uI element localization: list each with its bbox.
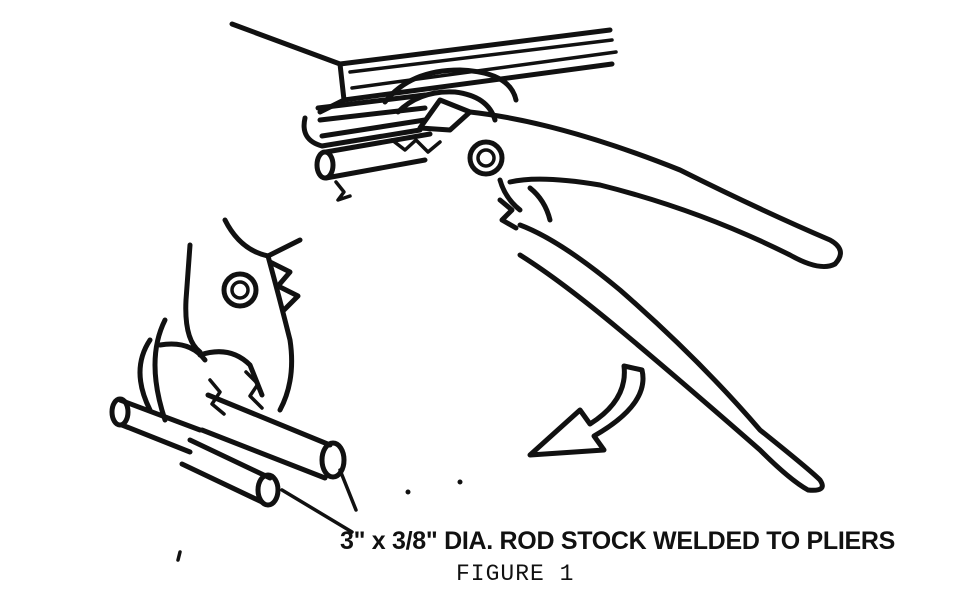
lower-pliers-detail — [137, 217, 303, 423]
upper-pliers-pivot — [467, 139, 505, 177]
rod-stock-callout-label: 3" x 3/8" DIA. ROD STOCK WELDED TO PLIER… — [340, 527, 896, 555]
upper-pliers-jaws — [334, 67, 519, 202]
lower-rod-stock — [109, 392, 347, 508]
upper-rod-stock — [314, 131, 433, 181]
curved-arrow — [527, 363, 646, 458]
upper-pliers-handles — [467, 109, 843, 493]
leader-lines — [280, 468, 358, 534]
stray-marks — [176, 479, 463, 562]
figure-caption: FIGURE 1 — [456, 561, 575, 587]
